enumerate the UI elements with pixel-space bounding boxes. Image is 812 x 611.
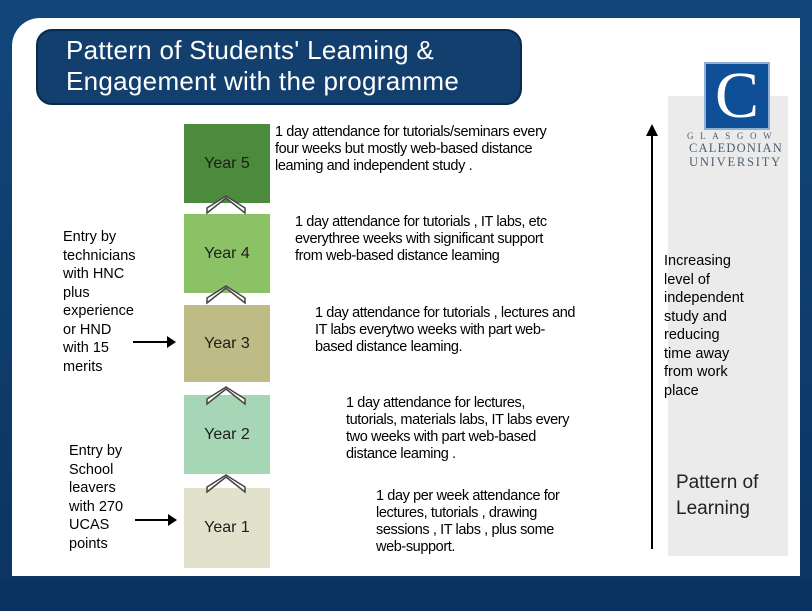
chevron-up-icon bbox=[206, 195, 246, 215]
year-2-block: Year 2 bbox=[184, 395, 270, 474]
footer-bar bbox=[0, 580, 812, 611]
logo-letter: C bbox=[714, 59, 760, 132]
title-line-2: Engagement with the programme bbox=[66, 66, 460, 96]
year-5-block: Year 5 bbox=[184, 124, 270, 203]
chevron-up-icon bbox=[206, 285, 246, 305]
entry-technicians-note: Entry by technicians with HNC plus exper… bbox=[63, 229, 136, 375]
logo-text-caledonian: CALEDONIAN bbox=[689, 141, 783, 155]
year-3-block: Year 3 bbox=[184, 305, 270, 382]
arrow-right-icon bbox=[133, 336, 176, 348]
logo-text-glasgow: GLASGOW bbox=[687, 131, 779, 141]
logo-text-university: UNIVERSITY bbox=[689, 155, 782, 169]
year-3-description: 1 day attendance for tutorials , lecture… bbox=[315, 305, 576, 355]
chevron-up-icon bbox=[206, 474, 246, 494]
entry-school-leavers-note: Entry by School leavers with 270 UCAS po… bbox=[69, 443, 124, 552]
year-2-description: 1 day attendance for lectures, tutorials… bbox=[346, 395, 570, 462]
pattern-of-learning-label: Pattern of Learning bbox=[676, 472, 759, 519]
year-1-block: Year 1 bbox=[184, 488, 270, 568]
year-5-description: 1 day attendance for tutorials/seminars … bbox=[275, 124, 547, 174]
title-line-1: Pattern of Students' Leaming & bbox=[66, 35, 435, 65]
year-4-description: 1 day attendance for tutorials , IT labs… bbox=[295, 214, 547, 264]
year-4-block: Year 4 bbox=[184, 214, 270, 293]
arrow-up-icon bbox=[646, 124, 658, 136]
arrow-right-icon bbox=[135, 514, 177, 526]
chevron-up-icon bbox=[206, 386, 246, 406]
slide-title: Pattern of Students' Leaming & Engagemen… bbox=[36, 29, 522, 105]
increase-arrow-line bbox=[651, 134, 653, 549]
university-logo: C bbox=[704, 59, 770, 132]
year-1-description: 1 day per week attendance for lectures, … bbox=[376, 488, 560, 555]
independent-study-note: Increasing level of independent study an… bbox=[664, 253, 744, 399]
logo-panel bbox=[668, 96, 788, 556]
